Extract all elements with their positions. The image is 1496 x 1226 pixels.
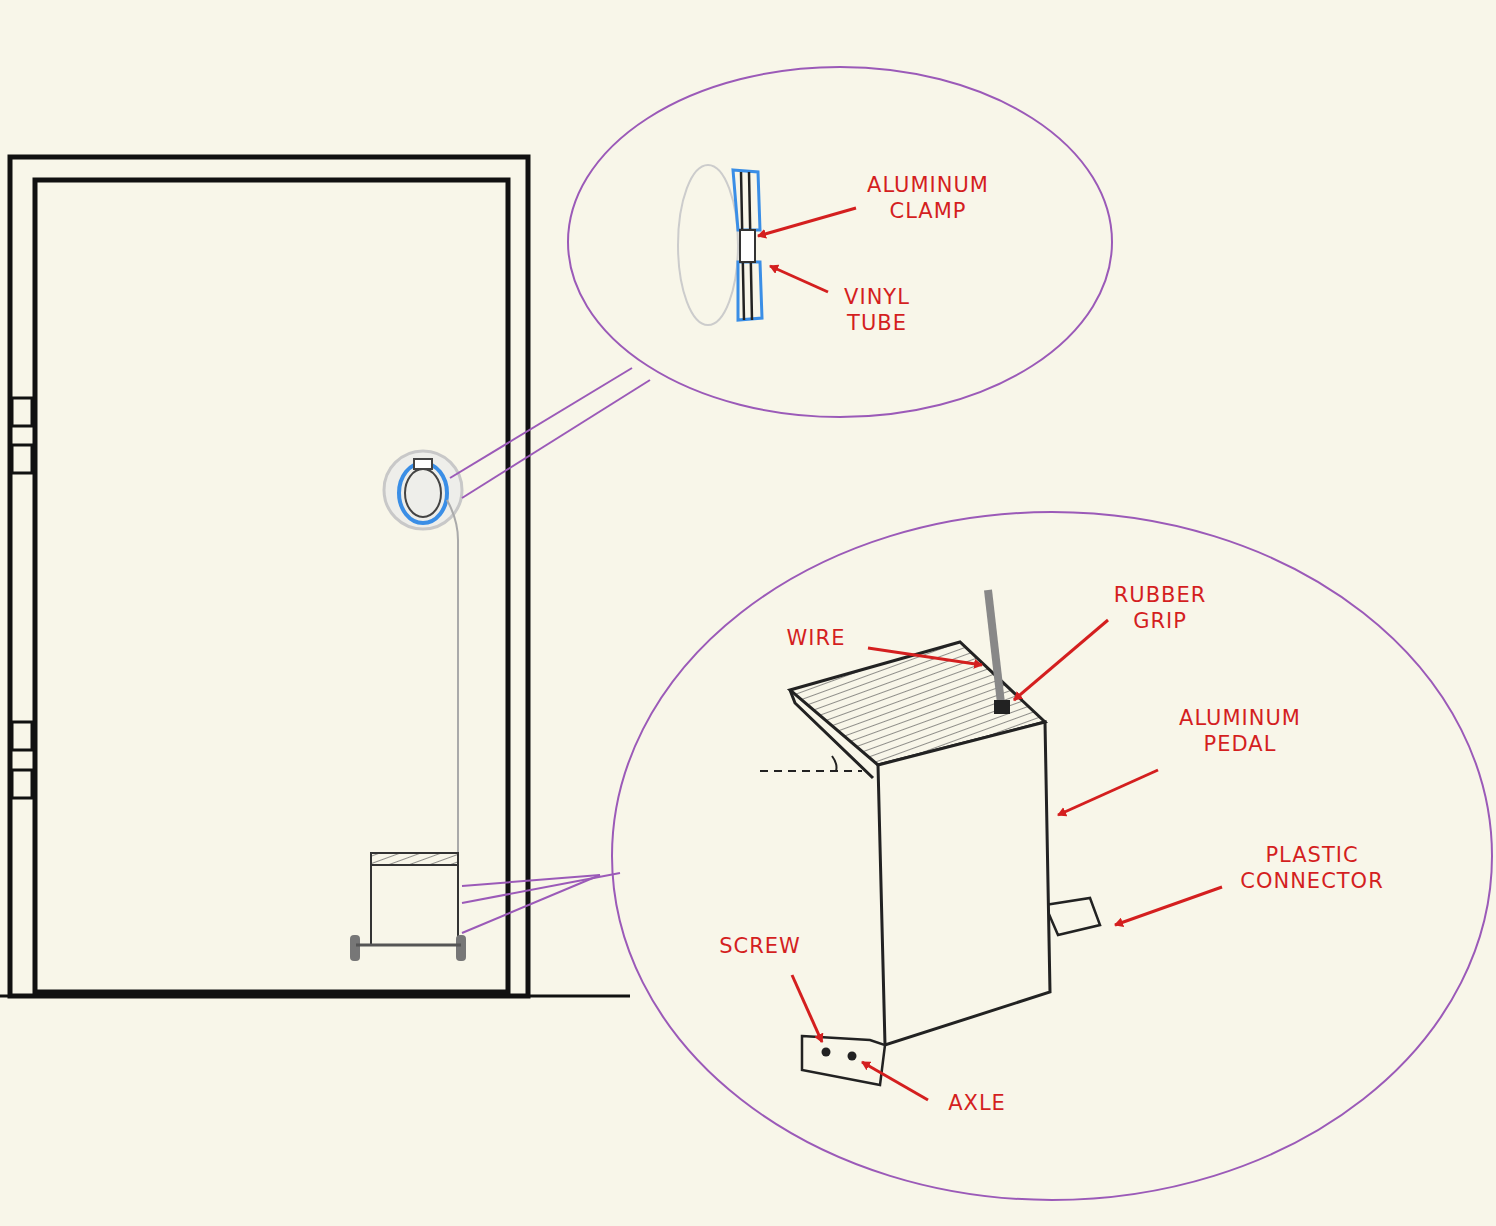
part-label: VINYL TUBE — [832, 284, 922, 337]
part-label: ALUMINUM CLAMP — [858, 172, 998, 225]
wheel — [350, 935, 360, 961]
wire — [447, 500, 458, 856]
rubber-grip — [994, 700, 1010, 714]
pedal — [371, 865, 458, 945]
wire — [988, 590, 1002, 712]
part-label: ALUMINUM PEDAL — [1160, 705, 1320, 758]
clamp — [414, 459, 432, 469]
pedal-top — [371, 853, 458, 865]
zoom-bubble — [568, 67, 1112, 417]
part-label: AXLE — [932, 1090, 1022, 1116]
part-label: WIRE — [768, 625, 864, 651]
door-frame — [10, 157, 528, 996]
zoom-bubble — [612, 512, 1492, 1200]
part-label: SCREW — [712, 933, 808, 959]
leader-arrow — [758, 208, 1222, 1100]
aluminum-pedal — [878, 722, 1050, 1045]
vinyl-tube — [399, 463, 447, 523]
screw — [822, 1048, 831, 1057]
angle-line — [760, 770, 862, 772]
part-label: RUBBER GRIP — [1105, 582, 1215, 635]
hinge — [12, 398, 32, 798]
toilet-seat — [384, 451, 462, 529]
part-label: PLASTIC CONNECTOR — [1222, 842, 1402, 895]
vinyl-tube — [733, 170, 762, 320]
plastic-connector — [802, 1036, 885, 1085]
aluminum-clamp — [740, 230, 755, 262]
door — [35, 180, 508, 992]
axle — [848, 1052, 857, 1061]
seat-edge — [678, 165, 738, 325]
plastic-connector — [1045, 898, 1100, 935]
